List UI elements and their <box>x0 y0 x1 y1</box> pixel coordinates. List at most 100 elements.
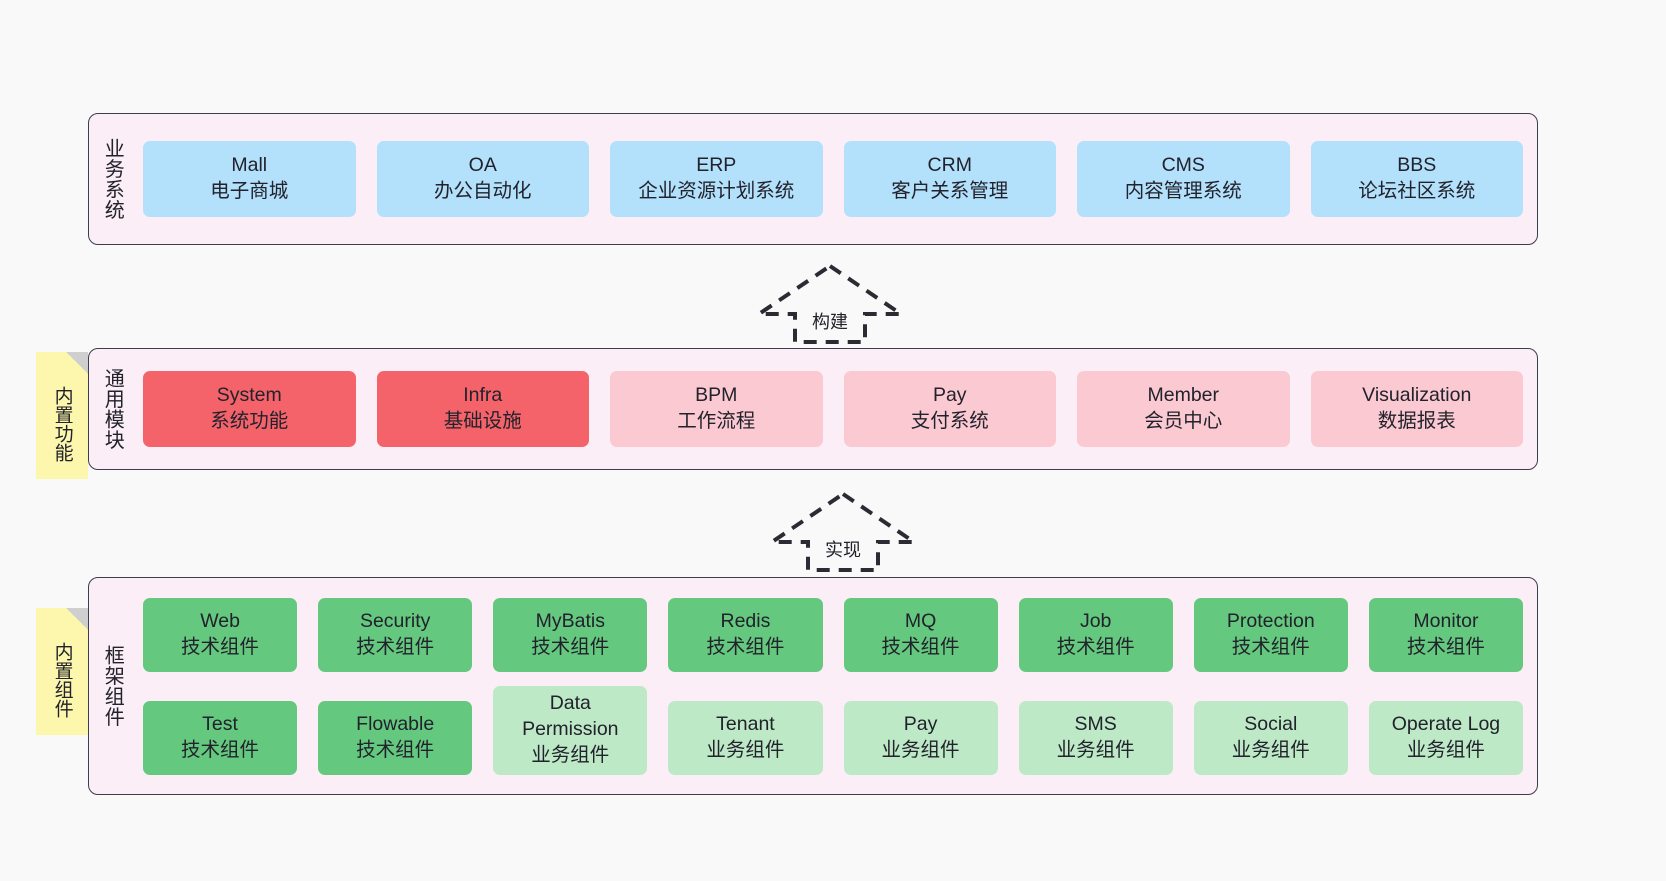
card-mq[interactable]: MQ 技术组件 <box>843 597 998 672</box>
layer-cards-framework-components: Web 技术组件 Security 技术组件 MyBatis 技术组件 Redi… <box>135 578 1537 794</box>
card-redis[interactable]: Redis 技术组件 <box>668 597 823 672</box>
card-title-cn: 业务组件 <box>1231 738 1310 761</box>
card-title-en: Web <box>200 609 240 632</box>
card-operate-log[interactable]: Operate Log 业务组件 <box>1368 700 1523 775</box>
card-social[interactable]: Social 业务组件 <box>1193 700 1348 775</box>
arrow-outline <box>765 491 921 572</box>
card-title-en: CRM <box>927 154 972 177</box>
card-title-cn: 业务组件 <box>531 743 610 766</box>
layer-title-common-modules: 通用模块 <box>101 368 124 450</box>
card-infra[interactable]: Infra 基础设施 <box>376 371 589 447</box>
card-title-cn: 业务组件 <box>706 738 785 761</box>
card-title-en: CMS <box>1161 154 1205 177</box>
card-title-en: Data Permission <box>522 692 619 741</box>
card-bbs[interactable]: BBS 论坛社区系统 <box>1310 141 1523 217</box>
card-title-cn: 数据报表 <box>1377 410 1456 432</box>
card-title-cn: 技术组件 <box>706 635 785 658</box>
connector-implement-label: 实现 <box>825 540 861 560</box>
card-title-cn: 业务组件 <box>1406 738 1485 761</box>
card-title-en: Flowable <box>356 712 435 735</box>
card-title-en: Member <box>1147 384 1220 407</box>
card-title-cn: 系统功能 <box>210 410 289 432</box>
card-title-en: Monitor <box>1413 609 1479 632</box>
card-oa[interactable]: OA 办公自动化 <box>376 141 589 217</box>
card-row: Test 技术组件 Flowable 技术组件 Data Permission … <box>143 685 1523 775</box>
card-title-cn: 技术组件 <box>1056 635 1135 658</box>
note-builtin-features: 内置功能 <box>36 352 88 479</box>
card-mybatis[interactable]: MyBatis 技术组件 <box>493 597 648 672</box>
arrow-outline <box>752 263 908 344</box>
layer-title-business-systems: 业务系统 <box>101 138 124 220</box>
card-title-en: Visualization <box>1362 384 1472 407</box>
card-title-cn: 技术组件 <box>181 635 260 658</box>
card-security[interactable]: Security 技术组件 <box>318 597 473 672</box>
card-web[interactable]: Web 技术组件 <box>143 597 298 672</box>
card-erp[interactable]: ERP 企业资源计划系统 <box>610 141 823 217</box>
card-title-cn: 工作流程 <box>677 410 756 432</box>
card-crm[interactable]: CRM 客户关系管理 <box>843 141 1056 217</box>
card-title-en: Redis <box>720 609 771 632</box>
card-title-cn: 会员中心 <box>1144 410 1223 432</box>
connector-build-arrow: 构建 <box>752 262 908 344</box>
card-member[interactable]: Member 会员中心 <box>1077 371 1290 447</box>
card-title-en: Pay <box>903 712 938 735</box>
card-title-en: MyBatis <box>535 609 605 632</box>
folded-corner-icon <box>66 352 88 374</box>
card-title-cn: 技术组件 <box>181 738 260 761</box>
card-title-cn: 业务组件 <box>881 738 960 761</box>
card-title-cn: 技术组件 <box>356 738 435 761</box>
note-builtin-components: 内置组件 <box>36 608 88 735</box>
card-title-cn: 内容管理系统 <box>1124 180 1242 202</box>
card-visualization[interactable]: Visualization 数据报表 <box>1310 371 1523 447</box>
layer-framework-components: 框架组件 Web 技术组件 Security 技术组件 MyBatis 技术组件… <box>88 577 1538 795</box>
card-job[interactable]: Job 技术组件 <box>1018 597 1173 672</box>
card-test[interactable]: Test 技术组件 <box>143 700 298 775</box>
card-title-cn: 技术组件 <box>881 635 960 658</box>
card-title-en: Infra <box>463 384 503 407</box>
note-builtin-components-label: 内置组件 <box>51 641 73 718</box>
card-tenant[interactable]: Tenant 业务组件 <box>668 700 823 775</box>
card-mall[interactable]: Mall 电子商城 <box>143 141 356 217</box>
card-title-en: Test <box>202 712 238 735</box>
layer-cards-common-modules: System 系统功能 Infra 基础设施 BPM 工作流程 Pay 支付系统… <box>135 349 1537 469</box>
card-bpm[interactable]: BPM 工作流程 <box>610 371 823 447</box>
card-title-en: Operate Log <box>1391 712 1501 735</box>
card-title-en: Pay <box>932 384 967 407</box>
card-title-en: Tenant <box>716 712 775 735</box>
layer-common-modules: 通用模块 System 系统功能 Infra 基础设施 BPM 工作流程 Pay… <box>88 348 1538 470</box>
note-builtin-features-label: 内置功能 <box>51 385 73 462</box>
card-title-en: System <box>216 384 282 407</box>
card-title-cn: 客户关系管理 <box>891 180 1009 202</box>
connector-implement-arrow: 实现 <box>765 490 921 572</box>
card-protection[interactable]: Protection 技术组件 <box>1193 597 1348 672</box>
card-row: System 系统功能 Infra 基础设施 BPM 工作流程 Pay 支付系统… <box>143 371 1523 447</box>
card-title-cn: 支付系统 <box>910 410 989 432</box>
card-title-en: BPM <box>695 384 738 407</box>
card-row: Web 技术组件 Security 技术组件 MyBatis 技术组件 Redi… <box>143 597 1523 672</box>
card-title-en: Mall <box>231 154 268 177</box>
card-title-en: OA <box>468 154 497 177</box>
card-title-cn: 论坛社区系统 <box>1358 180 1476 202</box>
card-monitor[interactable]: Monitor 技术组件 <box>1368 597 1523 672</box>
card-title-cn: 电子商城 <box>210 180 289 202</box>
card-title-cn: 技术组件 <box>1406 635 1485 658</box>
connector-build-label: 构建 <box>812 312 848 332</box>
card-data-permission[interactable]: Data Permission 业务组件 <box>493 685 648 775</box>
card-title-cn: 技术组件 <box>356 635 435 658</box>
card-title-cn: 业务组件 <box>1056 738 1135 761</box>
card-pay-business[interactable]: Pay 业务组件 <box>843 700 998 775</box>
card-sms[interactable]: SMS 业务组件 <box>1018 700 1173 775</box>
card-title-cn: 基础设施 <box>443 410 522 432</box>
card-title-en: Security <box>359 609 431 632</box>
card-title-en: MQ <box>904 609 937 632</box>
card-cms[interactable]: CMS 内容管理系统 <box>1077 141 1290 217</box>
card-title-cn: 办公自动化 <box>433 180 532 202</box>
card-system[interactable]: System 系统功能 <box>143 371 356 447</box>
card-flowable[interactable]: Flowable 技术组件 <box>318 700 473 775</box>
card-title-cn: 技术组件 <box>531 635 610 658</box>
card-title-en: BBS <box>1397 154 1437 177</box>
card-title-en: Job <box>1079 609 1112 632</box>
card-pay[interactable]: Pay 支付系统 <box>843 371 1056 447</box>
folded-corner-icon <box>66 608 88 630</box>
card-title-cn: 技术组件 <box>1231 635 1310 658</box>
